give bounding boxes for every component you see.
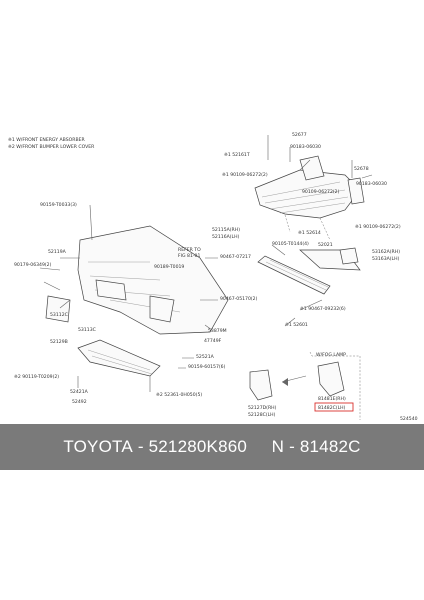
label-52116a: 52116A(LH) xyxy=(212,234,240,240)
label-refer-1: REFER TO xyxy=(178,247,201,253)
mud-guard-lh-part xyxy=(317,361,345,397)
label-52678: 52678 xyxy=(354,166,369,172)
label-52129b: 52129B xyxy=(50,339,68,345)
n-prefix: N xyxy=(271,437,285,456)
figure-code: 524540 xyxy=(400,416,418,422)
label-52421a: 52421A xyxy=(70,389,89,395)
label-53112c: 53112C xyxy=(50,312,68,318)
label-90467-05170: 90467-05170(2) xyxy=(220,296,258,302)
bumper-reinforcement-part xyxy=(257,247,361,295)
label-52361-0h050: ※2 52361-0H050(5) xyxy=(156,392,202,398)
label-81482c: 81482C(LH) xyxy=(318,405,346,411)
label-52115a: 52115A(RH) xyxy=(212,227,240,233)
mud-guard-rh-part xyxy=(249,369,273,401)
fog-lamp-cover-part xyxy=(45,295,71,323)
parts-diagram: ※1 W/FRONT ENERGY ABSORBER ※2 W/FRONT BU… xyxy=(8,132,418,422)
part-number-banner: TOYOTA - 521280K860 N - 81482C xyxy=(0,424,424,470)
blank-area xyxy=(0,470,424,600)
label-52119a: 52119A xyxy=(48,249,67,255)
separator-1: - xyxy=(132,437,149,456)
label-52127d: 52127D(RH) xyxy=(248,405,277,411)
n-number: 81482C xyxy=(299,437,361,456)
label-90109-06272-b: 90109-06272(2) xyxy=(302,189,340,195)
note-line-1: ※1 W/FRONT ENERGY ABSORBER xyxy=(8,137,85,143)
label-90183-06030-a: 90183-06030 xyxy=(290,144,321,150)
label-53113c: 53113C xyxy=(78,327,96,333)
label-52161t: ※1 52161T xyxy=(224,152,250,158)
bumper-lower-cover-part xyxy=(77,339,161,377)
label-90159-60157: 90159-60157(6) xyxy=(188,364,226,370)
fog-lamp-inset: W/FOG LAMP xyxy=(281,351,361,420)
bumper-cover-part xyxy=(77,225,229,335)
label-90189-t0019: 90189-T0019 xyxy=(154,264,184,270)
note-line-2: ※2 W/FRONT BUMPER LOWER COVER xyxy=(8,144,95,150)
label-53879m: 53879M xyxy=(208,328,227,334)
oem-part-number: 521280K860 xyxy=(148,437,248,456)
label-52614: ※1 52614 xyxy=(298,230,321,236)
spacer xyxy=(247,437,272,457)
label-90467-07217: 90467-07217 xyxy=(220,254,251,260)
label-90183-06030-b: 90183-06030 xyxy=(356,181,387,187)
label-90179-06349: 90179-06349(2) xyxy=(14,262,52,268)
label-52492: 52492 xyxy=(72,399,87,405)
label-52021: 52021 xyxy=(318,242,333,248)
separator-2: - xyxy=(284,437,300,456)
label-90119-t0209: ※2 90119-T0209(2) xyxy=(14,374,59,380)
label-53162a: 53162A(RH) xyxy=(372,249,400,255)
label-53163a: 53163A(LH) xyxy=(372,256,400,262)
label-47749f: 47749F xyxy=(204,338,222,344)
label-90109-06272-a: ※1 90109-06272(2) xyxy=(222,172,268,178)
label-w-o-lamp: W/FOG LAMP xyxy=(316,352,346,358)
label-52128c: 52128C(LH) xyxy=(248,412,276,418)
label-90467-09232: ※1 90467-09232(6) xyxy=(300,306,346,312)
label-81481e: 81481E(RH) xyxy=(318,396,346,402)
label-52601: ※1 52601 xyxy=(285,322,308,328)
label-52521a: 52521A xyxy=(196,354,215,360)
label-52677: 52677 xyxy=(292,132,307,138)
label-90109-06272-c: ※1 90109-06272(2) xyxy=(355,224,401,230)
label-90105-t0144: 90105-T0144(4) xyxy=(272,241,309,247)
energy-absorber-part xyxy=(254,155,365,219)
highlight-box xyxy=(314,402,354,412)
brand-name: TOYOTA xyxy=(63,437,133,456)
label-refer-2: FIG 81-01 xyxy=(178,253,200,259)
label-90159-t0033: 90159-T0033(3) xyxy=(40,202,77,208)
